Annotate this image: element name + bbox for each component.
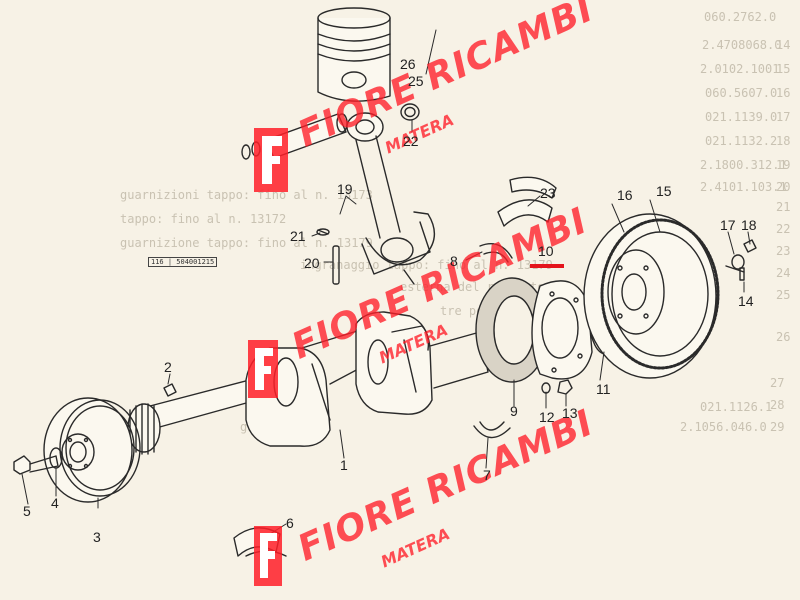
watermark-logo-mark (248, 128, 288, 586)
bg-code: 021.1132.2 (705, 134, 778, 148)
callout-18: 18 (741, 217, 757, 233)
callout-9: 9 (510, 403, 518, 419)
callout-4: 4 (51, 495, 59, 511)
callout-20: 20 (304, 255, 320, 271)
callout-12: 12 (539, 409, 555, 425)
bearing-carrier-drawing (531, 280, 593, 380)
pulley-drawing (43, 397, 141, 503)
callout-1: 1 (340, 457, 348, 473)
bg-number: 26 (776, 330, 791, 344)
callout-22: 22 (403, 133, 419, 149)
bg-number: 29 (770, 420, 785, 434)
bg-code: 2.1056.046.0 (680, 420, 767, 434)
bg-number: 20 (776, 180, 791, 194)
bg-number: 24 (776, 266, 791, 280)
callout-26: 26 (400, 56, 416, 72)
highlight-bar (530, 264, 564, 268)
bg-note: tappo: fino al n. 13172 (120, 212, 287, 226)
seal-gasket-drawing (475, 277, 549, 383)
bg-note: ingranaggio tappo: fino al n. 13179 (300, 258, 553, 272)
flywheel-drawing (583, 213, 720, 379)
callout-11: 11 (596, 381, 611, 397)
callout-10: 10 (538, 243, 554, 259)
bg-number: 19 (776, 158, 791, 172)
callout-21: 21 (290, 228, 306, 244)
bg-number: 25 (776, 288, 791, 302)
lower-thrust-washer-drawing (473, 425, 511, 439)
thrust-washer-drawing (479, 243, 513, 259)
leader-lines (21, 29, 751, 535)
bg-number: 28 (770, 398, 785, 412)
flywheel-bolt-drawing (725, 239, 757, 281)
rod-bolt-drawing (316, 228, 340, 285)
callout-3: 3 (93, 529, 101, 545)
bearing-shells-drawing (497, 176, 557, 227)
callout-5: 5 (23, 503, 31, 519)
bg-code: 021.1126.1 (700, 400, 773, 414)
bg-code: 2.0102.1001 (700, 62, 780, 76)
bg-number: 21 (776, 200, 791, 214)
bg-note: guarnizioni tappo: fino al n. 13173 (120, 188, 373, 202)
bg-code: 060.2762.0 (704, 10, 777, 24)
callout-15: 15 (656, 183, 672, 199)
bg-number: 18 (776, 134, 791, 148)
bg-number: 17 (776, 110, 791, 124)
bg-number: 27 (770, 376, 785, 390)
pulley-bolt-drawing (13, 447, 63, 475)
bg-code: 060.5607.0 (705, 86, 778, 100)
catalog-stamp: 116 | 504001215 (148, 257, 218, 267)
bg-number: 14 (776, 38, 791, 52)
callout-8: 8 (450, 253, 458, 269)
bg-number: 16 (776, 86, 791, 100)
connecting-rod-drawing (346, 112, 436, 285)
callout-13: 13 (562, 405, 578, 421)
bg-code: 2.4101.103.1 (700, 180, 787, 194)
callout-17: 17 (720, 217, 736, 233)
callout-14: 14 (738, 293, 754, 309)
bg-note: guarnizione tappo: fino al n. 13179 (120, 236, 373, 250)
callout-23: 23 (540, 185, 556, 201)
crank-gear-drawing (127, 403, 161, 455)
callout-7: 7 (483, 467, 491, 483)
bg-code: 2.4708068.0 (702, 38, 782, 52)
bg-code: 021.1139.0 (705, 110, 778, 124)
key-drawing (163, 383, 177, 397)
nut-drawing (557, 379, 573, 395)
bg-number: 15 (776, 62, 791, 76)
piston-drawing (317, 7, 391, 102)
callout-19: 19 (337, 181, 353, 197)
bg-code: 2.1800.312.1 (700, 158, 787, 172)
callout-2: 2 (164, 359, 172, 375)
callout-6: 6 (286, 515, 294, 531)
bg-number: 22 (776, 222, 791, 236)
callout-16: 16 (617, 187, 633, 203)
bg-number: 23 (776, 244, 791, 258)
callout-25: 25 (408, 73, 424, 89)
